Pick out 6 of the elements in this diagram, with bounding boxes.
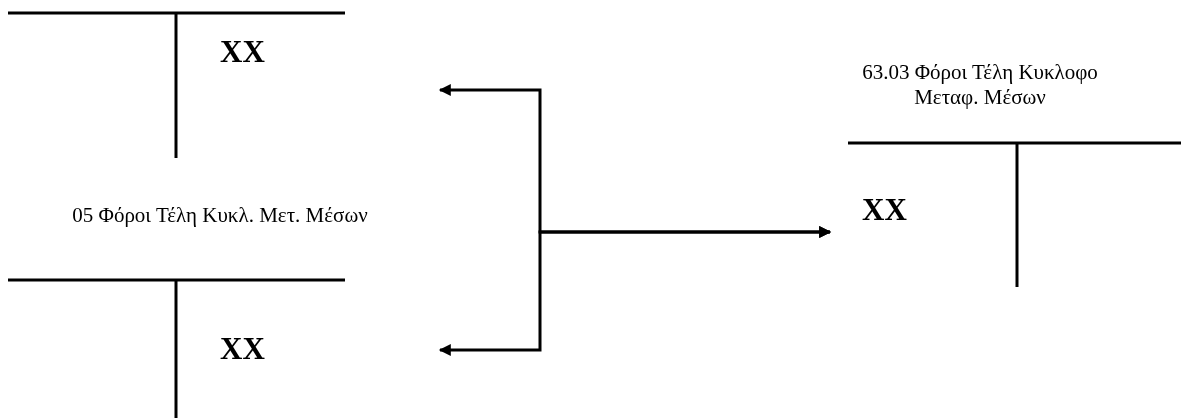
account-entry: XX — [220, 332, 265, 366]
account-title: 05 Φόροι Τέλη Κυκλ. Μετ. Μέσων — [71, 203, 369, 228]
account-title: 63.03 Φόροι Τέλη Κυκλοφο Μεταφ. Μέσων — [861, 60, 1099, 110]
account-entry: XX — [862, 193, 907, 227]
arrow — [438, 226, 832, 356]
account-entry: XX — [220, 35, 265, 69]
